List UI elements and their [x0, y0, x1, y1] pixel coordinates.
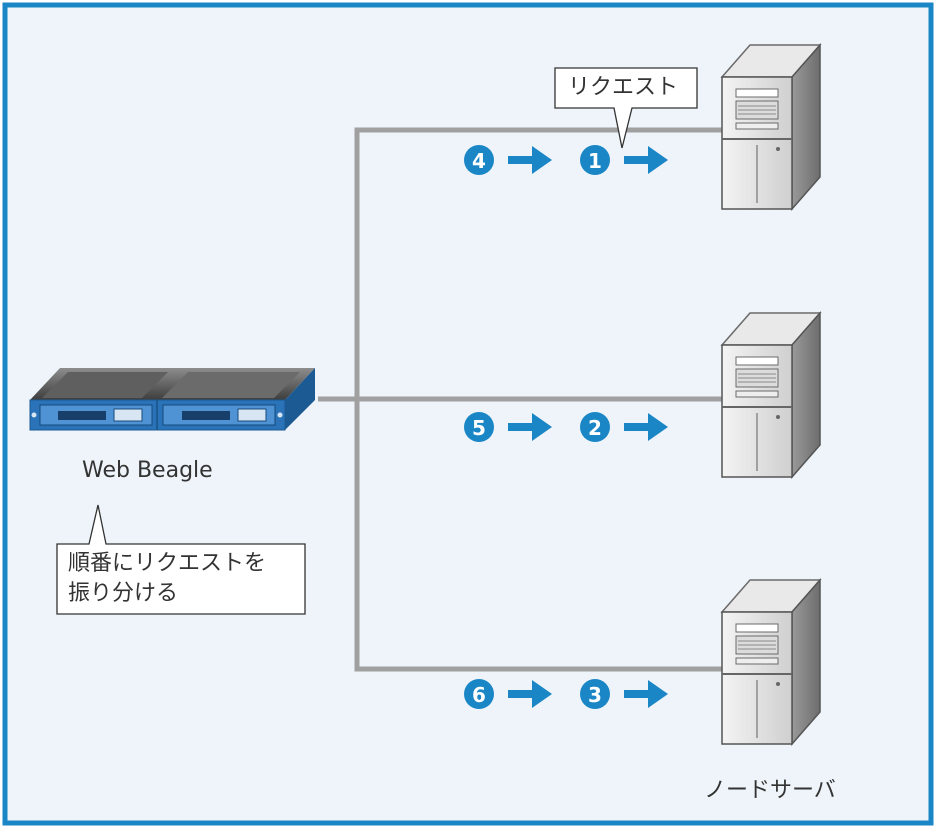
distribute-callout [56, 504, 306, 615]
step-number-6: 6 [472, 683, 486, 707]
flow-row-3: 6 3 [464, 679, 668, 709]
server-icon-3 [720, 578, 822, 746]
step-number-5: 5 [472, 416, 486, 440]
step-badge-2 [580, 412, 610, 442]
arrow-right-icon [624, 146, 668, 174]
arrow-right-icon [508, 146, 552, 174]
load-balancer-icon [29, 368, 315, 431]
arrow-right-icon [508, 680, 552, 708]
step-badge-3 [580, 679, 610, 709]
flow-row-2: 5 2 [464, 412, 668, 442]
arrow-right-icon [508, 413, 552, 441]
arrow-right-icon [624, 413, 668, 441]
step-number-2: 2 [588, 416, 602, 440]
request-callout-text: リクエスト [568, 75, 679, 100]
step-badge-4 [464, 145, 494, 175]
distribute-note: 順番にリクエストを 振り分ける [68, 549, 266, 609]
line-to-server-3 [354, 399, 738, 672]
distribute-note-line-1: 順番にリクエストを [68, 551, 267, 576]
line-to-server-1 [354, 127, 738, 399]
step-number-4: 4 [472, 149, 486, 173]
network-lines [318, 127, 738, 672]
step-number-3: 3 [588, 683, 602, 707]
node-server-label: ノードサーバ [704, 778, 836, 803]
request-callout [554, 67, 698, 149]
step-badge-5 [464, 412, 494, 442]
distribute-note-line-2: 振り分ける [68, 581, 179, 606]
server-icon-1 [720, 43, 822, 211]
step-badge-1 [580, 145, 610, 175]
server-icon-2 [720, 311, 822, 479]
flow-row-1: 4 1 [464, 145, 668, 175]
arrow-right-icon [624, 680, 668, 708]
load-balancer-label: Web Beagle [82, 458, 213, 483]
step-number-1: 1 [588, 149, 602, 173]
step-badge-6 [464, 679, 494, 709]
